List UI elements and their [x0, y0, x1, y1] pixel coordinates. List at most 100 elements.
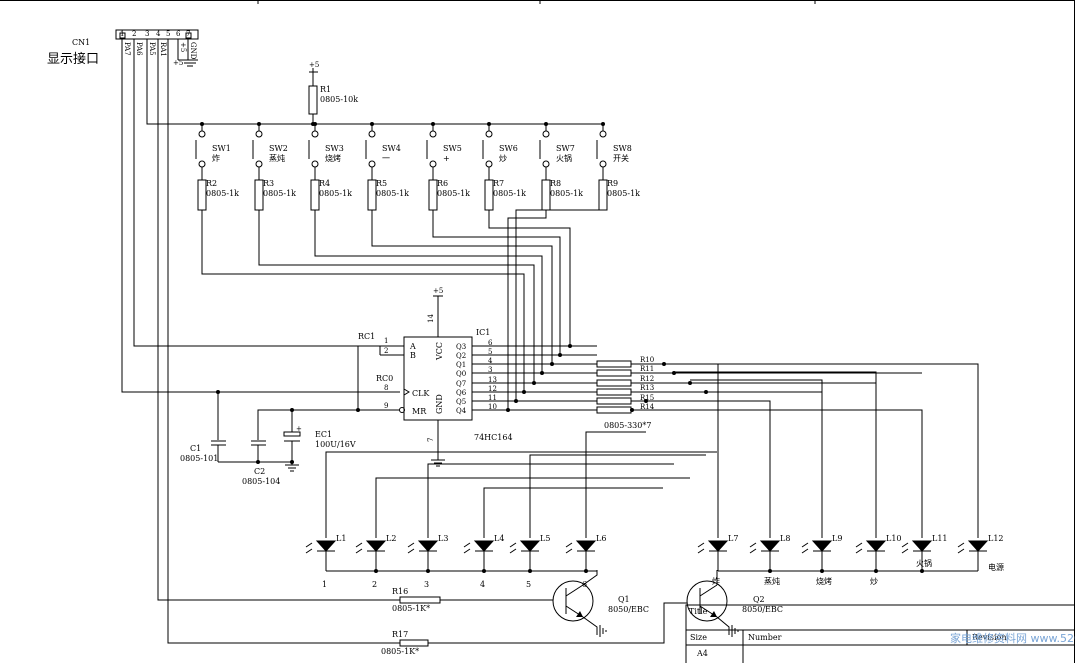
switch-contact — [485, 160, 493, 168]
q1-ref: Q1 — [618, 595, 630, 604]
r1-value: 0805-10k — [320, 95, 358, 104]
led-label: 5 — [526, 580, 531, 589]
led-ray — [407, 548, 415, 554]
tb-revision-label: Revision — [972, 633, 1006, 642]
led-ref: L5 — [540, 534, 550, 543]
led-feed-wire — [632, 363, 979, 538]
led-label: 1 — [322, 580, 327, 589]
pullup-value: 0805-1k — [550, 189, 583, 198]
led-feed-wire — [375, 477, 690, 538]
switch-contact — [429, 130, 437, 138]
switch-ref: SW1 — [212, 144, 231, 153]
series-resistor-ref: R12 — [640, 375, 654, 383]
series-resistor — [596, 406, 632, 414]
led-feed-wire — [427, 463, 674, 538]
ic-output-name: Q4 — [456, 407, 467, 415]
led-ray — [855, 548, 863, 554]
route-wire — [314, 210, 543, 373]
pullup-ref: R9 — [607, 179, 618, 188]
led-triangle — [759, 540, 781, 552]
pullup-ref: R4 — [319, 179, 330, 188]
switch-contact — [255, 130, 263, 138]
led-feed-wire — [706, 400, 771, 538]
led-ref: L6 — [596, 534, 606, 543]
ic-output-pin: 4 — [488, 357, 493, 365]
junction-dot — [920, 569, 924, 573]
led-label: 火锅 — [916, 558, 932, 568]
ic-pin-b: B — [410, 351, 416, 360]
led-triangle — [365, 540, 387, 552]
led-label: 2 — [372, 580, 377, 589]
cn-pin-number: 4 — [156, 30, 161, 38]
cn-pin-number: 1 — [120, 30, 124, 38]
ic-output-name: Q3 — [456, 343, 466, 351]
connector-ref: CN1 — [72, 38, 90, 47]
transistor-q1: Q1 8050/EBC — [552, 570, 649, 637]
series-resistor-ref: R10 — [640, 356, 654, 364]
led-ref: L3 — [438, 534, 448, 543]
led-ray — [463, 548, 471, 554]
led-triangle — [707, 540, 729, 552]
led-triangle — [865, 540, 887, 552]
series-resistor — [596, 369, 632, 377]
led-label: 电源 — [988, 562, 1004, 572]
transistor-q2: Q2 8050/EBC — [686, 570, 783, 637]
r1-power: +5 — [309, 61, 319, 69]
pullup-value: 0805-1k — [493, 189, 526, 198]
junction-dot — [426, 569, 430, 573]
led-ray — [901, 548, 909, 554]
ic-part: 74HC164 — [474, 433, 513, 442]
led-ray — [749, 548, 757, 554]
junction-dot — [528, 569, 532, 573]
cn-pin-number: 6 — [176, 30, 181, 38]
led-label: 4 — [480, 580, 485, 589]
watermark-text: 家电维修资料网 www.520101.com — [950, 631, 1075, 645]
pullup-value: 0805-1k — [319, 189, 352, 198]
ic-output-name: Q7 — [456, 380, 466, 388]
switch-contact — [542, 160, 550, 168]
route-wire — [507, 210, 547, 410]
resistor-r1: +5 R1 0805-10k — [308, 61, 358, 126]
rc0-label: RC0 — [376, 374, 393, 383]
rc-network: + C1 0805-101 C2 0805-104 EC1 100U/16V — [180, 346, 360, 486]
led-ray — [355, 548, 363, 554]
led-array: L11L22L33L44L55L66L7炸L8蒸炖L9烧烤L10炒L11火锅L1… — [305, 362, 1004, 589]
tb-size-value: A4 — [696, 649, 708, 658]
led-ray — [697, 548, 705, 554]
rc1-label: RC1 — [358, 332, 375, 341]
ic-num-vcc: 14 — [427, 314, 435, 323]
switch-ref: SW5 — [443, 144, 462, 153]
led-feed-wire — [646, 409, 923, 538]
switch-contact — [311, 160, 319, 168]
switch-contact — [311, 130, 319, 138]
route-wire — [371, 210, 553, 364]
switch-contact — [485, 130, 493, 138]
cn-pin-number: 2 — [132, 30, 136, 38]
pullup-resistor — [197, 179, 207, 211]
pullup-value: 0805-1k — [263, 189, 296, 198]
r16-value: 0805-1K* — [392, 604, 430, 613]
switch-ref: SW2 — [269, 144, 288, 153]
switch-function: 炸 — [212, 153, 220, 163]
led-ray — [697, 542, 705, 548]
pullup-value: 0805-1k — [376, 189, 409, 198]
led-label: 炸 — [712, 576, 720, 586]
ic-output-pin: 13 — [488, 376, 497, 384]
r17-value: 0805-1K* — [381, 647, 419, 656]
pullup-resistor — [310, 179, 320, 211]
cn-pin-name: PA6 — [135, 42, 143, 56]
junction-dot — [820, 569, 824, 573]
ic-power: +5 — [433, 287, 443, 295]
led-ray — [305, 548, 313, 554]
led-triangle — [575, 540, 597, 552]
ic-output-name: Q5 — [456, 398, 466, 406]
switch-contact — [198, 160, 206, 168]
switch-contact — [542, 130, 550, 138]
junction-dot — [482, 569, 486, 573]
led-ref: L4 — [494, 534, 504, 543]
switch-contact — [368, 130, 376, 138]
pullup-ref: R6 — [437, 179, 448, 188]
ic-output-pin: 12 — [488, 385, 497, 393]
